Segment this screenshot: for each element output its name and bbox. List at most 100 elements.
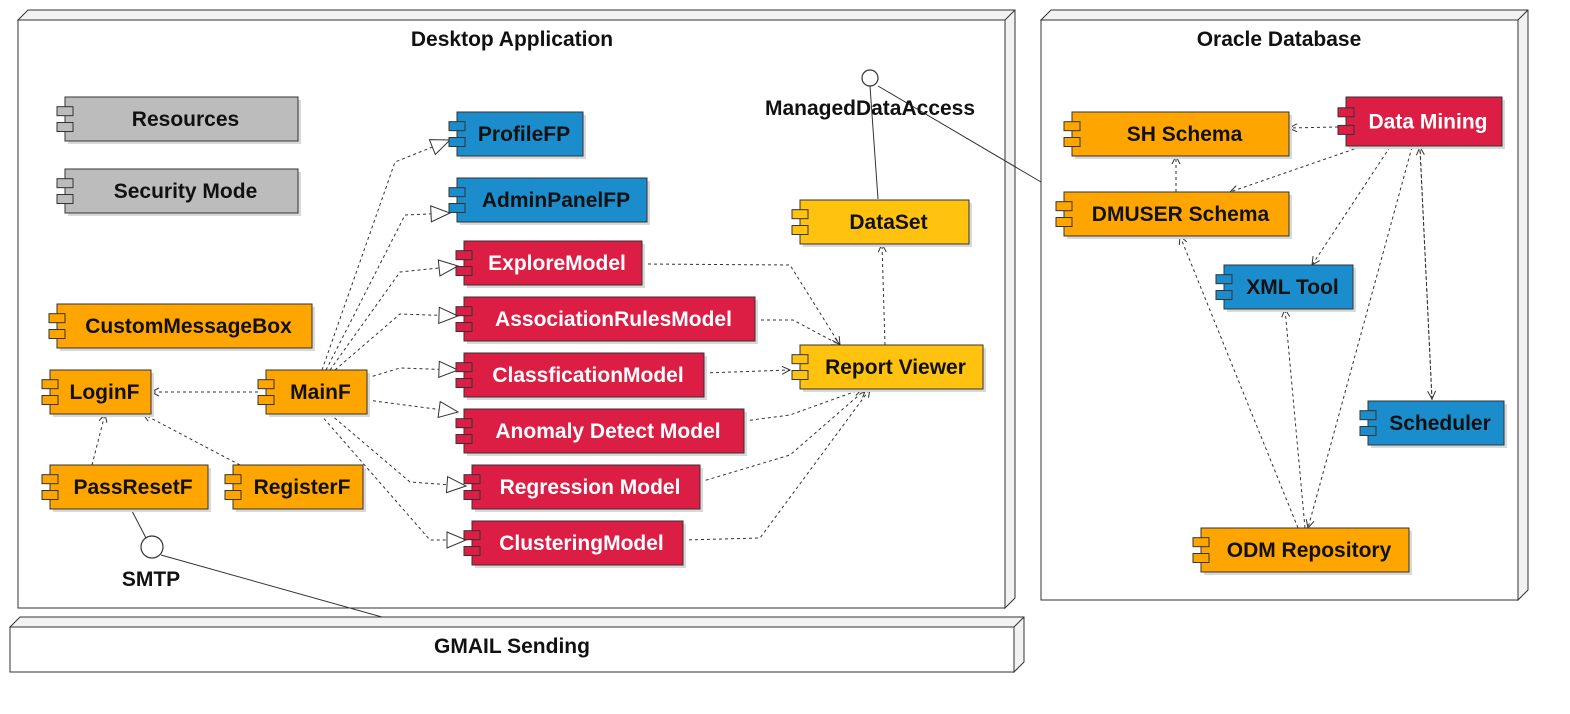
component-label: DataSet bbox=[849, 211, 927, 234]
smtp-to-gmail-line bbox=[160, 554, 383, 618]
component-body bbox=[232, 464, 364, 510]
component-xml-tool: XML Tool bbox=[1215, 264, 1356, 312]
dependency-classficationmodel-to-reportviewer bbox=[703, 370, 790, 373]
component-icon bbox=[224, 474, 242, 501]
dependency-registerf-to-loginf bbox=[143, 414, 241, 466]
component-body bbox=[463, 240, 643, 286]
dependency-clusteringmodel-to-reportviewer bbox=[682, 389, 870, 541]
smtp-label: SMTP bbox=[122, 568, 180, 591]
dependency-odmrepository-to-xmltool bbox=[1285, 309, 1306, 529]
component-body bbox=[456, 111, 584, 157]
component-odm-repository: ODM Repository bbox=[1192, 527, 1412, 575]
component-body bbox=[799, 199, 970, 245]
dependency-reportviewer-to-dataset bbox=[882, 244, 885, 346]
component-admin-panel-fp: AdminPanelFP bbox=[448, 177, 650, 225]
component-icon bbox=[455, 362, 473, 389]
dependency-datamining-to-dmuserschema bbox=[1230, 146, 1361, 192]
dependency-mainf-to-regressionmodel bbox=[329, 413, 468, 494]
component-body bbox=[1071, 111, 1290, 157]
component-label: ClassficationModel bbox=[492, 364, 683, 387]
component-icon bbox=[448, 187, 466, 214]
component-icon bbox=[48, 313, 66, 340]
gmail-sending-node: GMAIL Sending bbox=[8, 616, 1025, 674]
component-clustering-model: ClusteringModel bbox=[463, 520, 686, 568]
dataset-to-manageddataaccess-line bbox=[869, 85, 879, 200]
component-icon bbox=[448, 121, 466, 148]
dependency-mainf-to-classficationmodel bbox=[366, 360, 460, 379]
managed-data-access-interface: ManagedDataAccess bbox=[765, 69, 975, 120]
component-icon bbox=[1359, 410, 1377, 437]
component-body bbox=[456, 177, 648, 223]
component-login-f: LoginF bbox=[41, 369, 154, 417]
dependency-mainf-to-exploremodel bbox=[329, 259, 460, 371]
component-body bbox=[471, 520, 684, 566]
component-body bbox=[463, 408, 745, 454]
dependency-exploremodel-to-reportviewer bbox=[641, 263, 840, 345]
component-icon bbox=[455, 306, 473, 333]
component-label: SH Schema bbox=[1127, 123, 1243, 146]
component-icon bbox=[1055, 201, 1073, 228]
component-icon bbox=[56, 106, 74, 133]
oracle-database-title: Oracle Database bbox=[1197, 28, 1362, 51]
component-classfication-model: ClassficationModel bbox=[455, 352, 707, 400]
component-custom-message-box: CustomMessageBox bbox=[48, 303, 315, 351]
component-label: AssociationRulesModel bbox=[495, 308, 732, 331]
component-body bbox=[1367, 400, 1505, 446]
component-icon bbox=[463, 530, 481, 557]
lollipop-icon bbox=[861, 69, 879, 87]
dependency-odmrepository-to-dmuserschema bbox=[1180, 236, 1299, 529]
component-label: MainF bbox=[290, 381, 351, 404]
component-label: AdminPanelFP bbox=[482, 189, 630, 212]
component-icon bbox=[791, 354, 809, 381]
component-icon bbox=[1215, 274, 1233, 301]
passresetf-to-smtp-line bbox=[131, 510, 147, 539]
dependency-anomalydetectmodel-to-reportviewer bbox=[743, 389, 862, 422]
component-label: CustomMessageBox bbox=[85, 315, 292, 338]
component-association-rules-model: AssociationRulesModel bbox=[455, 296, 758, 344]
component-label: Report Viewer bbox=[825, 356, 966, 379]
component-scheduler: Scheduler bbox=[1359, 400, 1507, 448]
manageddataaccess-to-oracle-line bbox=[877, 85, 1042, 183]
solid-connectors bbox=[131, 85, 1042, 618]
component-body bbox=[64, 96, 299, 142]
dependency-mainf-to-associationrulesmodel bbox=[334, 306, 460, 371]
component-sh-schema: SH Schema bbox=[1063, 111, 1292, 159]
dependency-scheduler-to-datamining bbox=[1420, 147, 1433, 401]
component-label: PassResetF bbox=[73, 476, 192, 499]
component-report-viewer: Report Viewer bbox=[791, 344, 986, 392]
component-label: LoginF bbox=[70, 381, 140, 404]
component-body bbox=[471, 464, 701, 510]
component-register-f: RegisterF bbox=[224, 464, 366, 512]
component-body bbox=[1200, 527, 1410, 573]
component-pass-reset-f: PassResetF bbox=[41, 464, 211, 512]
component-label: XML Tool bbox=[1246, 276, 1339, 299]
component-icon bbox=[455, 250, 473, 277]
component-body bbox=[56, 303, 313, 349]
component-data-mining: Data Mining bbox=[1337, 96, 1505, 149]
component-icon bbox=[257, 379, 275, 406]
component-label: ClusteringModel bbox=[499, 532, 664, 555]
component-body bbox=[1223, 264, 1354, 310]
component-icon bbox=[41, 474, 59, 501]
component-resources: Resources bbox=[56, 96, 301, 144]
component-regression-model: Regression Model bbox=[463, 464, 703, 512]
component-label: ProfileFP bbox=[478, 123, 570, 146]
component-main-f: MainF bbox=[257, 369, 370, 417]
dependency-edges bbox=[91, 127, 1433, 549]
component-icon bbox=[1063, 121, 1081, 148]
component-body bbox=[1345, 96, 1503, 147]
component-security-mode: Security Mode bbox=[56, 168, 301, 216]
component-label: Resources bbox=[132, 108, 239, 131]
component-label: DMUSER Schema bbox=[1092, 203, 1270, 226]
component-body bbox=[64, 168, 299, 214]
component-body bbox=[49, 464, 209, 510]
lollipop-icon bbox=[140, 535, 164, 559]
managed-data-access-label: ManagedDataAccess bbox=[765, 97, 975, 120]
component-body bbox=[463, 296, 756, 342]
component-body bbox=[49, 369, 152, 415]
dependency-mainf-to-clusteringmodel bbox=[319, 413, 468, 549]
dependency-datamining-to-shschema bbox=[1289, 127, 1339, 128]
dependency-regressionmodel-to-reportviewer bbox=[699, 389, 866, 483]
